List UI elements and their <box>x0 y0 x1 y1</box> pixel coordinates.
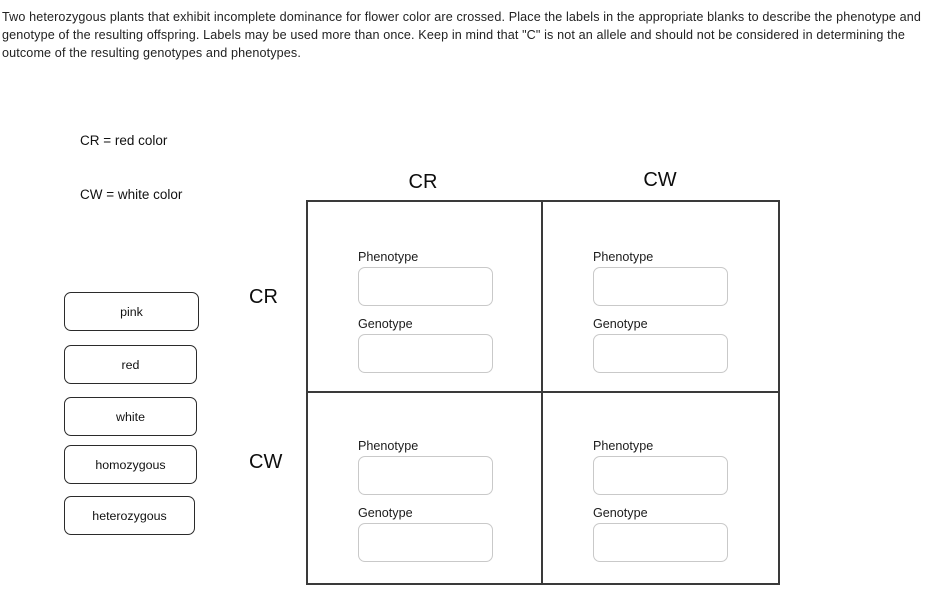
column-header-cw: CW <box>643 169 677 191</box>
genotype-label: Genotype <box>358 317 413 331</box>
cell-fields: Phenotype Genotype <box>358 439 493 562</box>
allele-key-line-red: CR = red color <box>80 133 168 148</box>
genotype-label: Genotype <box>358 505 413 520</box>
column-header-cr: CR <box>408 171 438 193</box>
drag-label-homozygous[interactable]: homozygous <box>64 445 197 484</box>
drag-label-white[interactable]: white <box>64 397 197 436</box>
genotype-drop-slot[interactable] <box>358 334 493 373</box>
drag-label-pink[interactable]: pink <box>64 292 199 331</box>
drag-label-red[interactable]: red <box>64 345 197 384</box>
genotype-drop-slot[interactable] <box>593 334 728 373</box>
punnett-square: Phenotype Genotype Phenotype Genotype Ph… <box>306 200 780 585</box>
phenotype-label: Phenotype <box>358 250 419 264</box>
allele-key: CR = red color CW = white color <box>80 96 182 222</box>
cell-fields: Phenotype Genotype <box>593 250 728 373</box>
drag-label-heterozygous[interactable]: heterozygous <box>64 496 195 535</box>
punnett-cell-cw-cw: Phenotype Genotype <box>543 393 778 584</box>
question-prompt: Two heterozygous plants that exhibit inc… <box>2 10 922 60</box>
genotype-drop-slot[interactable] <box>358 522 493 562</box>
phenotype-label: Phenotype <box>358 438 419 453</box>
phenotype-drop-slot[interactable] <box>358 455 493 495</box>
cell-fields: Phenotype Genotype <box>358 250 493 373</box>
phenotype-drop-slot[interactable] <box>593 267 728 306</box>
row-header-cw: CW <box>249 451 283 473</box>
punnett-cell-cr-cr: Phenotype Genotype <box>308 202 543 393</box>
cell-fields: Phenotype Genotype <box>593 439 728 562</box>
phenotype-label: Phenotype <box>593 438 654 453</box>
genotype-drop-slot[interactable] <box>593 522 728 562</box>
genotype-label: Genotype <box>593 317 648 331</box>
phenotype-label: Phenotype <box>593 250 654 264</box>
phenotype-drop-slot[interactable] <box>593 455 728 495</box>
phenotype-drop-slot[interactable] <box>358 267 493 306</box>
punnett-cell-cw-cr: Phenotype Genotype <box>308 392 543 583</box>
allele-key-line-white: CW = white color <box>80 187 183 202</box>
row-header-cr: CR <box>249 286 278 308</box>
punnett-cell-cr-cw: Phenotype Genotype <box>543 202 778 393</box>
genotype-label: Genotype <box>593 505 648 520</box>
